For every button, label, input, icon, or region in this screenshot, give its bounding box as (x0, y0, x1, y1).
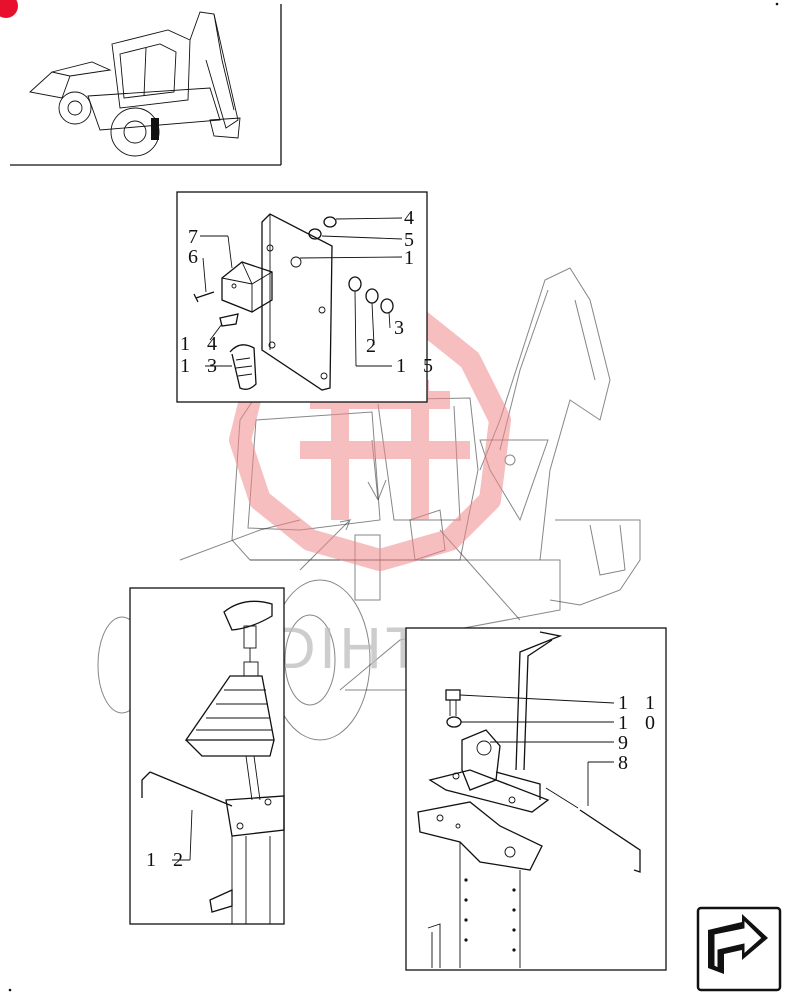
callout-8: 8 (618, 752, 634, 774)
inset-panel-left: 1 2 (129, 587, 285, 925)
backhoe-loader-thumbnail (29, 11, 241, 157)
callout-11: 1 1 (618, 692, 661, 714)
callout-14: 1 4 (180, 333, 223, 355)
callout-5: 5 (404, 229, 420, 251)
callout-6: 6 (188, 246, 204, 268)
return-arrow-icon[interactable] (696, 906, 782, 992)
inset-panel-top: 4 5 1 7 6 3 2 1 4 1 3 1 5 (176, 191, 439, 403)
callout-13: 1 3 (180, 355, 223, 377)
inset-panel-right: 1 1 1 0 9 8 (405, 627, 667, 971)
callout-2: 2 (366, 335, 382, 357)
callout-1: 1 (404, 247, 420, 269)
callout-3: 3 (394, 317, 410, 339)
red-corner-mark (0, 0, 18, 18)
callout-10: 1 0 (618, 712, 661, 734)
callout-9: 9 (618, 732, 634, 754)
callout-15: 1 5 (396, 355, 439, 377)
callout-4: 4 (404, 207, 420, 229)
machine-thumbnail (10, 4, 282, 166)
callout-7: 7 (188, 226, 204, 248)
callout-12: 1 2 (146, 849, 189, 871)
